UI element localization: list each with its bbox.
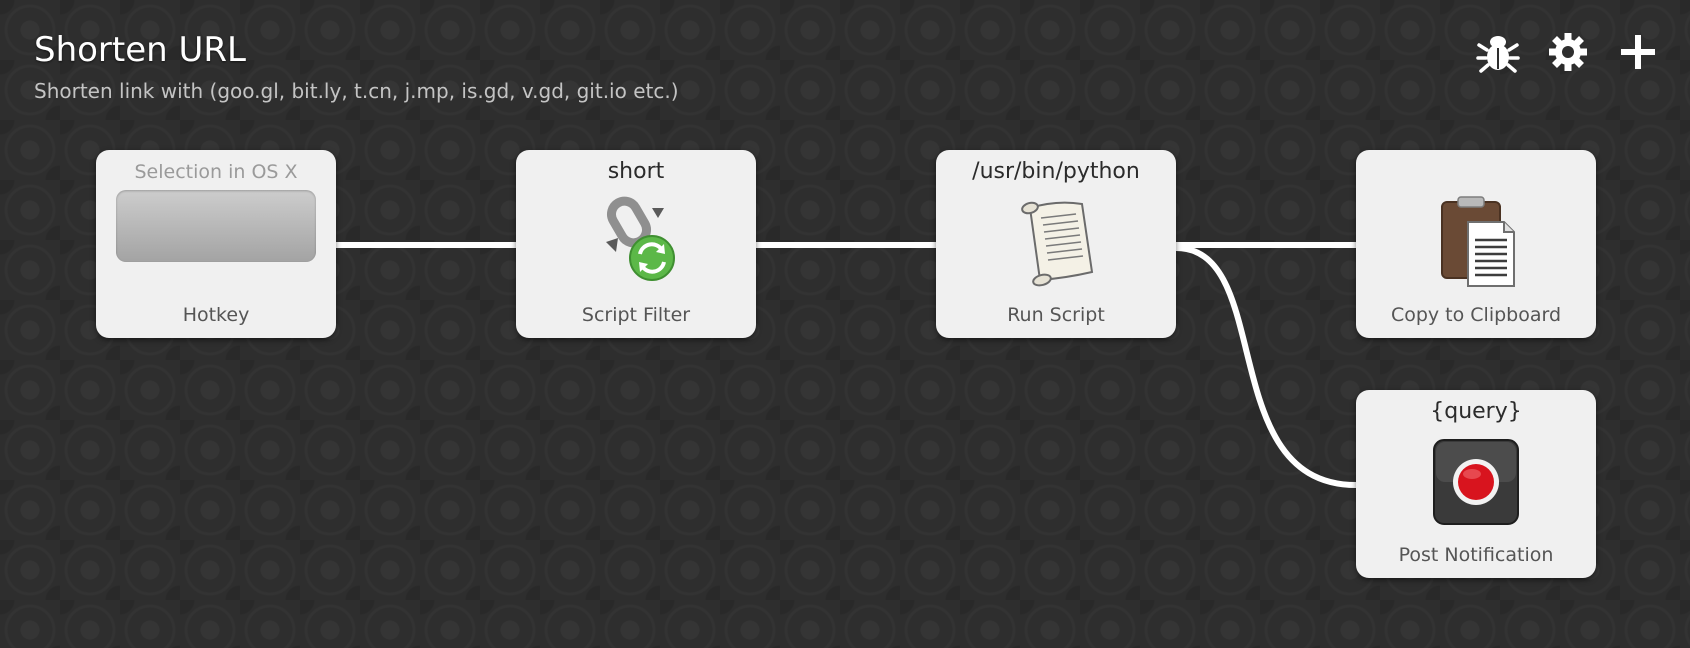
run-script-node[interactable]: /usr/bin/python Run Script	[936, 150, 1176, 338]
copy-to-clipboard-label: Copy to Clipboard	[1390, 304, 1562, 326]
workflow-description: Shorten link with (goo.gl, bit.ly, t.cn,…	[34, 79, 679, 103]
post-notification-node[interactable]: {query} Post Notification	[1356, 390, 1596, 578]
notification-icon	[1433, 439, 1519, 525]
hotkey-setting: Selection in OS X	[134, 161, 298, 183]
run-script-label: Run Script	[1007, 304, 1105, 326]
settings-button[interactable]	[1544, 28, 1592, 76]
hotkey-label: Hotkey	[182, 304, 250, 326]
script-filter-icon	[606, 196, 675, 281]
script-filter-keyword: short	[607, 159, 665, 184]
connection-run-script-to-notification[interactable]	[1173, 245, 1359, 488]
hotkey-field[interactable]	[116, 190, 316, 262]
clipboard-icon	[1441, 196, 1515, 287]
copy-to-clipboard-node[interactable]: Copy to Clipboard	[1356, 150, 1596, 338]
workflow-toolbar	[1474, 28, 1662, 76]
post-notification-text: {query}	[1430, 399, 1522, 424]
run-script-language: /usr/bin/python	[972, 159, 1140, 184]
script-filter-node[interactable]: short Script Filter	[516, 150, 756, 338]
workflow-title: Shorten URL	[34, 30, 246, 70]
hotkey-node[interactable]: Selection in OS X Hotkey	[96, 150, 336, 338]
script-scroll-icon	[1021, 201, 1094, 287]
post-notification-label: Post Notification	[1398, 544, 1554, 566]
plus-icon	[1621, 35, 1655, 69]
workflow-header: Shorten URL Shorten link with (goo.gl, b…	[34, 30, 679, 104]
script-filter-label: Script Filter	[581, 304, 691, 326]
debug-button[interactable]	[1474, 28, 1522, 76]
gear-icon	[1549, 33, 1587, 71]
add-button[interactable]	[1614, 28, 1662, 76]
bug-icon	[1476, 36, 1520, 73]
